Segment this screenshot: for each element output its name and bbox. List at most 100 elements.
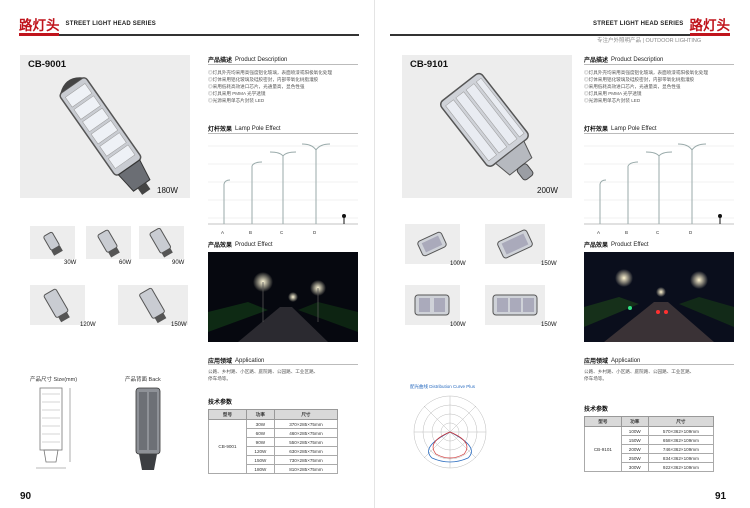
lamp-icon [139, 287, 167, 324]
header-subtitle: STREET LIGHT HEAD SERIES [65, 21, 156, 27]
section-cn: 应用领域 [584, 359, 609, 365]
thumb-30w [30, 226, 75, 259]
section-en: Product Description [235, 56, 288, 63]
header-title: 路灯头 [689, 18, 730, 34]
table-header: 功率 [620, 416, 649, 427]
app-section-title: 应用领域 Application [208, 356, 264, 366]
main-watt-label: 200W [537, 186, 558, 195]
thumb-150w-top [485, 285, 545, 325]
description-item: ◎采用低耗高效进口芯片，光通量高，显色性强 [584, 84, 681, 89]
spec-table: 型号 功率 尺寸 CB-9001 30W 370×285×75mm 60W 46… [208, 409, 339, 474]
table-cell: 834×362×109mm [647, 453, 715, 463]
table-cell: 630×285×75mm [273, 446, 339, 456]
table-header: 尺寸 [273, 409, 339, 420]
thumb-label: 100W [450, 261, 466, 267]
pole-label: D [313, 230, 317, 235]
description-list: ◎灯具外壳均采用高强度铝化玻璃，表面喷漆或阳极氧化处理 ◎灯体采用铝化玻璃及硅胶… [584, 69, 749, 104]
street-light-icon [59, 77, 151, 195]
night-road-photo [584, 252, 734, 342]
thumb-label: 120W [80, 322, 96, 328]
table-row: 180W 810×285×75mm [209, 464, 339, 474]
effect-section-title: 产品效果 Product Effect [584, 240, 649, 250]
description-item: ◎灯具外壳均采用高强度铝化玻璃，表面喷漆或阳极氧化处理 [208, 70, 333, 75]
thumb-150w [118, 285, 188, 325]
table-cell: 300W [620, 462, 649, 472]
night-road-photo [208, 252, 358, 342]
section-en: Lamp Pole Effect [611, 125, 657, 132]
section-cn: 灯杆效果 [208, 127, 233, 133]
dimension-drawing-icon [36, 387, 71, 469]
section-cn: 产品描述 [208, 58, 233, 64]
table-cell: 460×285×75mm [273, 428, 339, 438]
app-section-title: 应用领域 Application [584, 356, 641, 366]
main-watt-label: 180W [157, 186, 178, 195]
thumb-label: 90W [172, 260, 185, 266]
section-en: Product Effect [235, 241, 273, 248]
table-cell: 100W [620, 426, 649, 436]
left-page: 路灯头 STREET LIGHT HEAD SERIES CB-9001 180… [19, 18, 373, 502]
thumb-label: 150W [541, 322, 557, 328]
description-item: ◎光源采用单芯片封装 LED [208, 98, 265, 103]
table-cell: 658×362×109mm [647, 435, 715, 445]
polar-curve-icon [413, 395, 487, 469]
effect-section-title: 产品效果 Product Effect [208, 240, 273, 250]
application-line: 停车场等。 [584, 376, 607, 381]
pole-label: C [656, 230, 660, 235]
table-cell: 150W [245, 455, 275, 465]
description-item: ◎灯具采用 PMMA 光学透镜 [584, 91, 642, 96]
table-cell: 30W [245, 419, 275, 429]
lamp-icon [97, 229, 120, 258]
back-label: 产品背面 Back [125, 377, 161, 383]
lamp-icon [43, 231, 63, 256]
pole-label: A [221, 230, 225, 235]
application-text: 公路、乡村路、小区路、庭院路、公园路、工业区路、 停车场等。 [584, 368, 734, 382]
product-photo-box: CB-9101 200W [402, 55, 572, 198]
section-cn: 产品效果 [208, 243, 233, 249]
section-divider [584, 133, 734, 134]
table-cell: 150W [620, 435, 649, 445]
right-header: STREET LIGHT HEAD SERIES 路灯头 [593, 14, 730, 34]
description-list: ◎灯具外壳均采用高强度铝化玻璃，表面喷漆或阳极氧化处理 ◎灯体采用铝化玻璃及硅胶… [208, 69, 373, 104]
road-scene-icon [208, 252, 358, 342]
section-en: Application [611, 357, 641, 364]
table-cell: 120W [245, 446, 275, 456]
application-line: 公路、乡村路、小区路、庭院路、公园路、工业区路、 [208, 369, 319, 374]
thumb-100w [405, 224, 460, 264]
lamp-icon [149, 227, 173, 258]
thumb-150w [485, 224, 545, 264]
thumb-60w [86, 226, 131, 259]
description-item: ◎光源采用单芯片封装 LED [584, 98, 641, 103]
thumb-100w-top [405, 285, 460, 325]
curve-title: 配光曲线 Distribution Curve Plus [410, 384, 476, 389]
page-fold [374, 0, 375, 508]
pole-label: B [625, 230, 629, 235]
table-cell: 180W [245, 464, 275, 474]
thumb-label: 100W [450, 322, 466, 328]
table-header-row: 型号 功率 尺寸 [584, 416, 715, 427]
table-cell: 60W [245, 428, 275, 438]
table-cell: 550×285×75mm [273, 437, 339, 447]
table-cell: 570×362×109mm [647, 426, 715, 436]
table-cell: 922×362×109mm [647, 462, 715, 472]
section-en: Product Effect [611, 241, 649, 248]
section-cn: 产品描述 [584, 58, 609, 64]
pole-section-title: 灯杆效果 Lamp Pole Effect [584, 124, 657, 134]
description-item: ◎灯体采用铝化玻璃及硅胶密封，内部带氧化树脂灌胶 [208, 77, 319, 82]
product-photo-box: CB-9001 180W [20, 55, 190, 198]
pole-section-title: 灯杆效果 Lamp Pole Effect [208, 124, 281, 134]
section-divider [208, 133, 358, 134]
table-header: 型号 [584, 416, 622, 427]
tech-title: 技术参数 [584, 407, 609, 413]
section-cn: 应用领域 [208, 359, 233, 365]
table-header: 型号 [208, 409, 247, 420]
header-rule [19, 34, 359, 36]
description-item: ◎采用低耗高效进口芯片，光通量高，显色性强 [208, 84, 305, 89]
table-cell: 370×285×75mm [273, 419, 339, 429]
pole-label: A [597, 230, 601, 235]
page-number: 90 [20, 491, 32, 502]
section-divider [208, 364, 358, 365]
table-row: 300W 922×362×109mm [585, 462, 715, 472]
table-row: CB-9101 100W 570×362×109mm [584, 426, 715, 472]
model-label: CB-9001 [28, 59, 67, 70]
street-light-icon [439, 72, 534, 181]
